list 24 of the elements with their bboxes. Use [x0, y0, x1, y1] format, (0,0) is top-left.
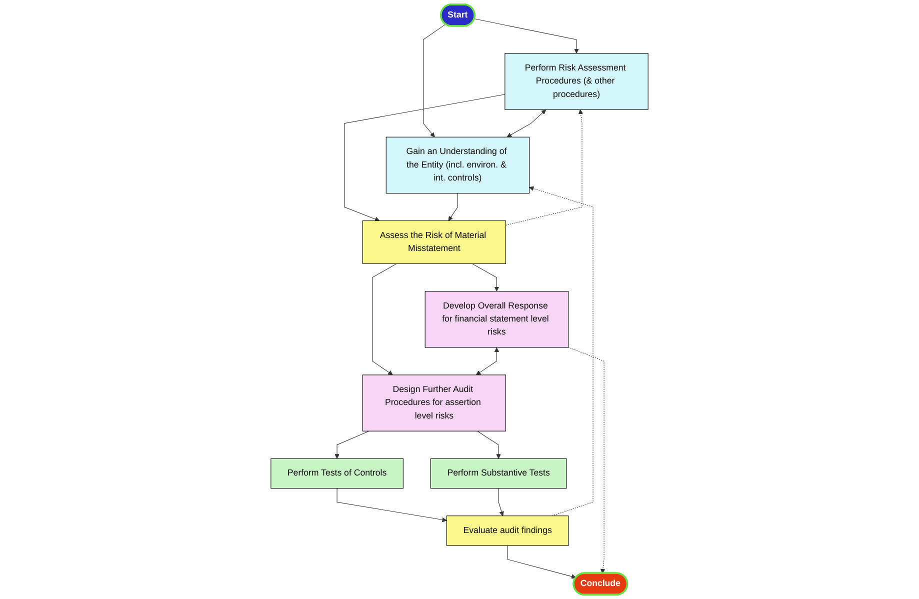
node-box: Perform Substantive Tests: [430, 458, 567, 489]
arrow: [498, 488, 504, 516]
arrow: [568, 346, 606, 574]
node-box: Develop Overall Response for financial statement level risks: [424, 290, 569, 348]
arrow: [423, 24, 446, 138]
arrow: [448, 192, 458, 221]
arrow: [334, 430, 370, 459]
arrow: [474, 18, 579, 54]
node-box: Design Further Audit Procedures for assertion level risks: [362, 374, 506, 432]
node-box: Perform Risk Assessment Procedures (& other procedures): [504, 53, 648, 110]
arrow: [372, 263, 397, 376]
arrow: [336, 488, 447, 522]
node-box: Gain an Understanding of the Entity (incl. environ. & int. controls): [386, 136, 530, 194]
arrow: [506, 110, 546, 138]
node-box: Evaluate audit findings: [446, 516, 569, 546]
arrow: [477, 430, 501, 459]
arrow: [344, 94, 506, 222]
arrow: [472, 263, 500, 292]
arrow: [529, 186, 594, 516]
arrow: [505, 109, 584, 226]
node-box: Perform Tests of Controls: [270, 458, 404, 489]
arrow: [476, 347, 500, 376]
node-box: Assess the Risk of Material Misstatement: [362, 220, 506, 264]
arrow: [507, 545, 576, 579]
